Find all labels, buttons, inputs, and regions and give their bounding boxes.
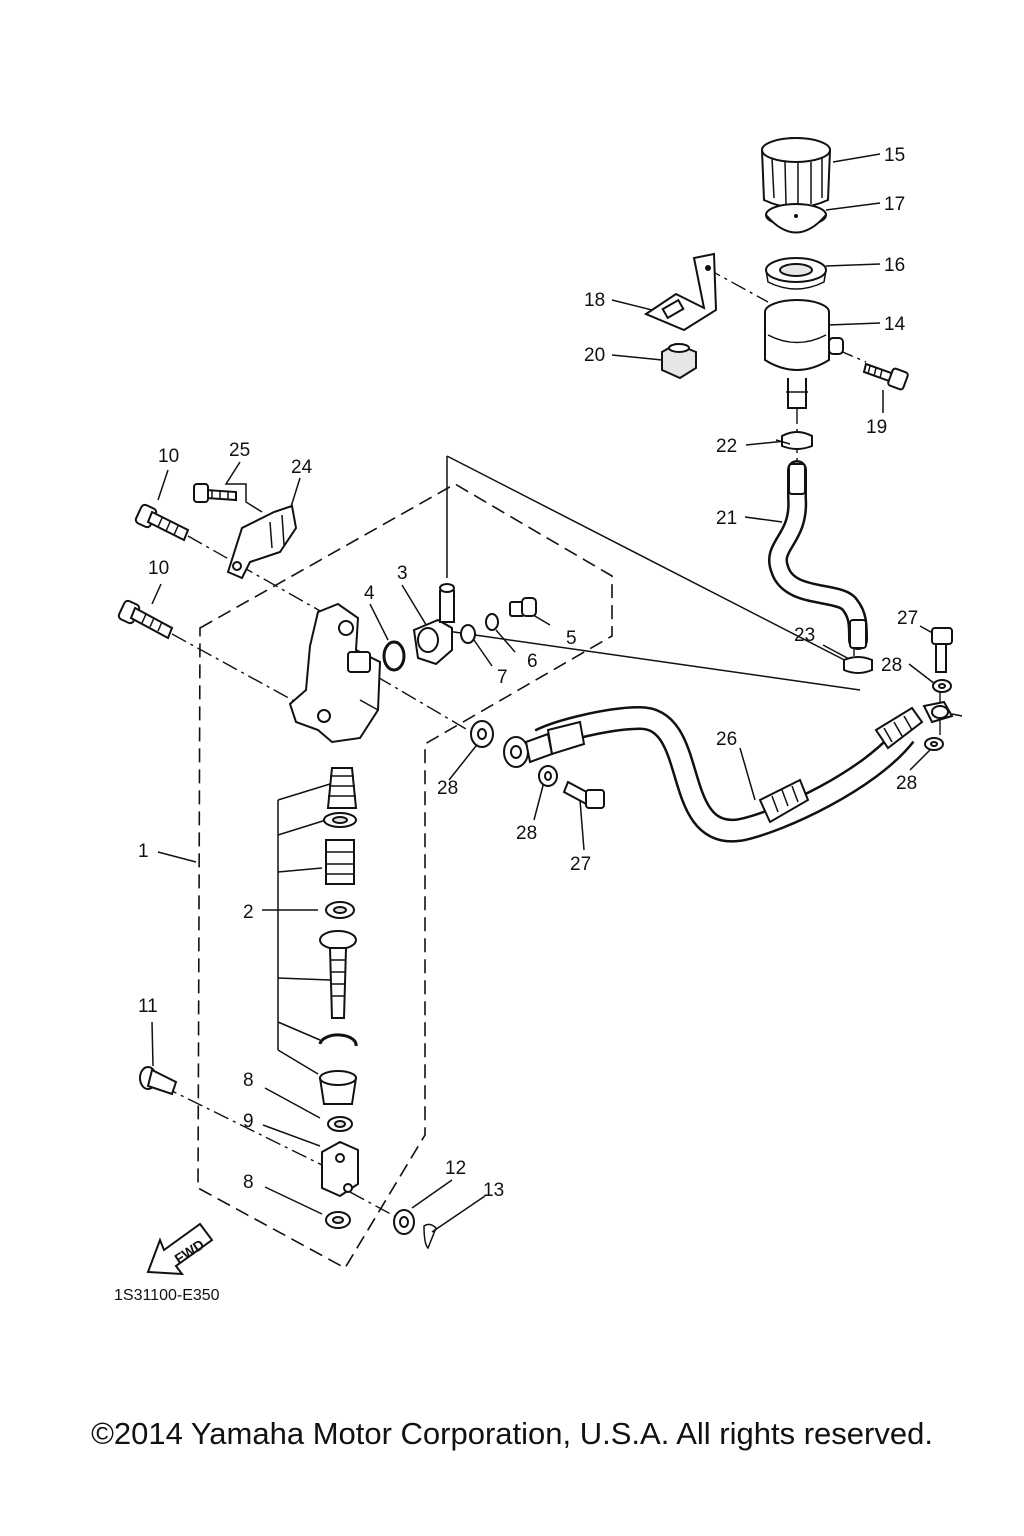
circlip [318,1033,358,1047]
primary-cup-piston [325,839,355,885]
callout-24: 24 [291,457,313,478]
clevis-pin [139,1066,178,1096]
mounting-bolt-upper [134,503,190,542]
callout-28-cylinder: 28 [437,778,458,799]
nut-lower [325,1211,351,1229]
piston-spring [326,767,358,809]
callout-10-upper: 10 [158,446,179,467]
callout-12: 12 [445,1158,466,1179]
callout-28-hose-left: 28 [516,823,537,844]
union-bolt-lower [562,780,605,809]
callout-22: 22 [716,436,737,457]
gasket-upper-right [932,679,952,693]
nut-upper [327,1116,353,1132]
callout-6: 6 [527,651,538,672]
callout-28-upper-right: 28 [881,655,902,676]
cotter-pin [423,1223,437,1250]
gasket-lower-right [924,737,944,751]
dust-boot [318,1070,358,1105]
push-rod [319,930,357,1019]
callout-28-lower-right: 28 [896,773,917,794]
assembly-boundary [197,483,613,1270]
callout-14: 14 [884,314,906,335]
callout-27-lower: 27 [570,854,591,875]
spring-seat [323,812,357,828]
master-cylinder-bracket [226,504,298,580]
callout-23: 23 [794,625,815,646]
diagram-code: 1S31100-E350 [114,1287,220,1304]
reservoir-bracket [643,252,718,332]
callout-19: 19 [866,417,887,438]
hose-joint [412,583,455,666]
bracket-grommet [661,342,697,380]
bracket-bolt [193,483,237,503]
o-ring [382,640,406,672]
callout-20: 20 [584,345,605,366]
callout-25: 25 [229,440,250,461]
callout-labels: 15 17 16 14 18 20 19 22 21 23 27 28 28 2… [138,145,918,1201]
callout-3: 3 [397,563,408,584]
callout-10-lower: 10 [148,558,169,579]
hose-clip-upper [775,431,813,450]
joint-screw [509,597,537,617]
callout-8-lower: 8 [243,1172,254,1193]
callout-5: 5 [566,628,577,649]
reservoir-tank [764,299,844,409]
callout-15: 15 [884,145,905,166]
callout-17: 17 [884,194,905,215]
reservoir-cap [760,137,832,209]
joint-washer [460,624,476,644]
clevis [321,1140,359,1198]
gasket-hose-left [538,765,558,787]
callout-7: 7 [497,667,508,688]
callout-26: 26 [716,729,737,750]
callout-9: 9 [243,1111,254,1132]
reservoir-hose [768,460,868,650]
gasket-cylinder [470,720,494,748]
diaphragm-plate [765,257,827,290]
reservoir-diaphragm [765,203,827,234]
hose-routing-outline [439,455,861,691]
callout-16: 16 [884,255,905,276]
callout-27-upper: 27 [897,608,918,629]
fwd-arrow-icon: FWD [146,1222,214,1276]
master-cylinder-body [288,602,382,744]
copyright-notice: ©2014 Yamaha Motor Corporation, U.S.A. A… [91,1416,933,1451]
callout-2: 2 [243,902,254,923]
secondary-cup [325,901,355,919]
clevis-washer [393,1209,415,1235]
alignment-lines [161,267,941,1219]
callout-4: 4 [364,583,375,604]
callout-18: 18 [584,290,605,311]
callout-11: 11 [138,996,158,1017]
hose-clip-lower [843,656,873,674]
reservoir-bolt [862,362,909,391]
callout-8-upper: 8 [243,1070,254,1091]
callout-13: 13 [483,1180,504,1201]
joint-circlip [485,613,499,631]
callout-21: 21 [716,508,737,529]
brake-hose [503,700,963,843]
mounting-bolt-lower [117,599,174,640]
union-bolt-upper [931,627,953,673]
callout-1: 1 [138,841,149,862]
